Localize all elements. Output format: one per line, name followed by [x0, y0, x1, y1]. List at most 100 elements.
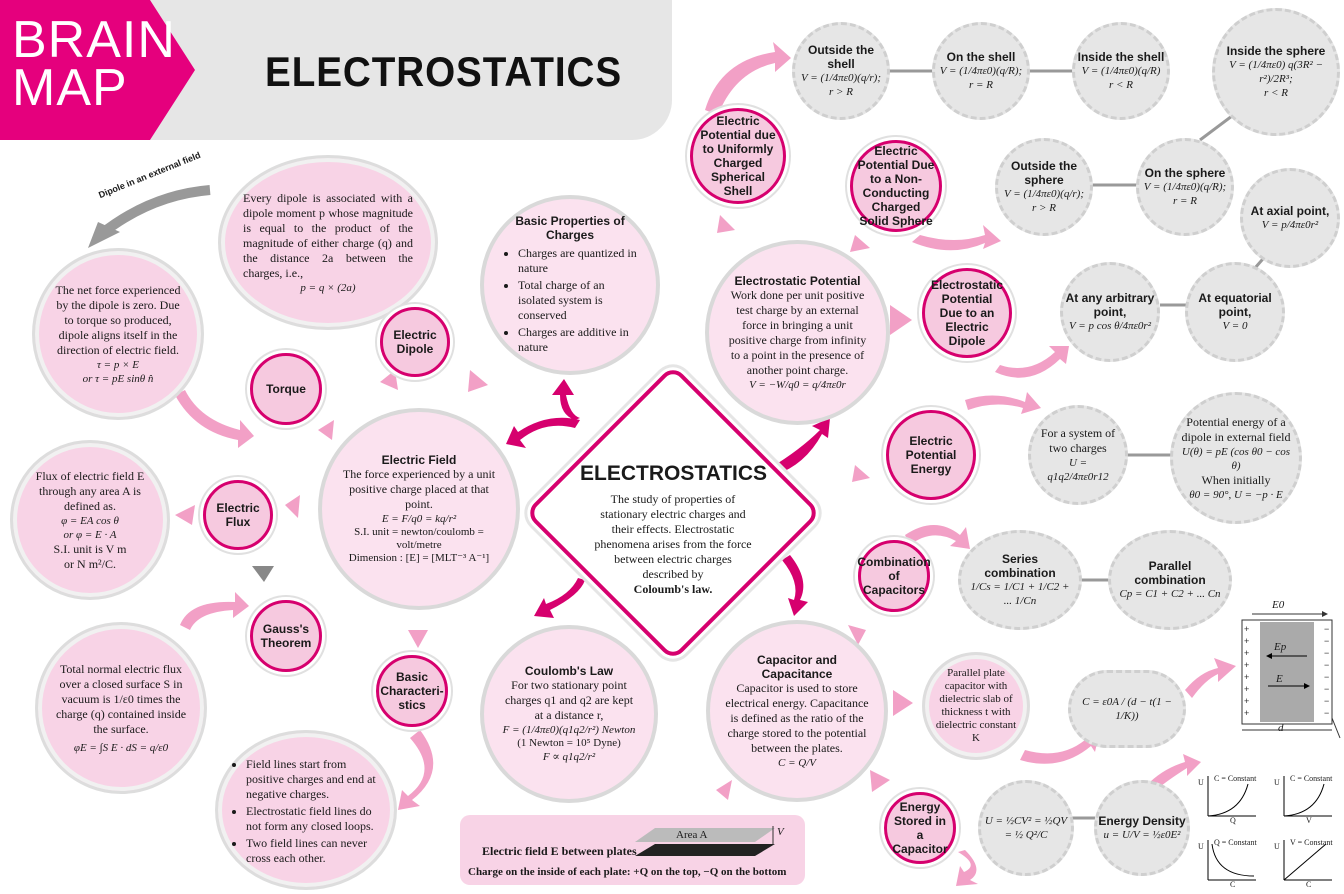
dipole-desc-text: Every dipole is associated with a dipole…	[243, 190, 413, 280]
sphere-condition: r = R	[1173, 195, 1197, 207]
electric-field-desc: The force experienced by a unit positive…	[342, 467, 496, 511]
node-label: Electric Potential Energy	[905, 434, 957, 476]
parallel-formula: Cp = C1 + C2 + ... Cn	[1119, 588, 1221, 600]
svg-text:−: −	[1324, 672, 1329, 682]
dipole-formula: p = q × (2a)	[300, 281, 356, 294]
plates-v-label: V	[777, 826, 784, 838]
svg-text:+: +	[1244, 708, 1249, 718]
equatorial-formula: V = 0	[1222, 320, 1248, 332]
potential-title: Electrostatic Potential	[734, 273, 861, 288]
list-item: Total charge of an isolated system is co…	[518, 278, 638, 323]
potential-bubble: Electrostatic Potential Work done per un…	[705, 240, 890, 425]
graph-y-label: U	[1274, 778, 1280, 787]
energy-dipole-text: Potential energy of a dipole in external…	[1181, 414, 1291, 444]
sphere-condition: r < R	[1264, 87, 1288, 99]
graph-q-constant: Q = Constant U C	[1198, 836, 1262, 889]
list-item: Field lines start from positive charges …	[246, 757, 382, 802]
graph-y-label: U	[1274, 842, 1280, 851]
slab-bubble: Parallel plate capacitor with dielectric…	[922, 652, 1030, 760]
torque-desc-text: The net force experienced by the dipole …	[55, 282, 181, 357]
graph-label: Q = Constant	[1214, 838, 1257, 847]
gauss-desc-bubble: Total normal electric flux over a closed…	[35, 622, 207, 794]
electric-field-bubble: Electric Field The force experienced by …	[318, 408, 520, 610]
svg-text:+: +	[1244, 696, 1249, 706]
dipole-equatorial: At equatorial point,V = 0	[1185, 262, 1285, 362]
center-content: ELECTROSTATICS The study of properties o…	[580, 462, 767, 597]
electric-field-formula: E = F/q0 = kq/r²	[381, 513, 457, 525]
flux-desc-bubble: Flux of electric field E through any are…	[10, 440, 170, 600]
svg-text:+: +	[1244, 660, 1249, 670]
shell-formula: V = (1/4πε0)(q/R)	[1081, 65, 1161, 77]
graph-label: V = Constant	[1290, 838, 1333, 847]
coulomb-formula: F = (1/4πε0)(q1q2/r²) Newton	[502, 724, 636, 736]
basic-props-title: Basic Properties of Charges	[515, 213, 625, 242]
svg-text:−: −	[1324, 624, 1329, 634]
plates-label: Electric field E between plates	[482, 844, 637, 858]
brain-word: BRAIN	[12, 11, 176, 69]
coulomb-bubble: Coulomb's Law For two stationary point c…	[480, 625, 658, 803]
svg-text:−: −	[1324, 684, 1329, 694]
basic-props-bubble: Basic Properties of Charges Charges are …	[480, 195, 660, 375]
graph-y-label: U	[1198, 778, 1204, 787]
coulomb-desc: For two stationary point charges q1 and …	[504, 678, 634, 722]
node-label: Basic Characteri-stics	[380, 670, 444, 712]
energy-dipole: Potential energy of a dipole in external…	[1170, 392, 1302, 524]
capacitor-desc: Capacitor is used to store electrical en…	[725, 680, 869, 755]
map-word: MAP	[12, 59, 128, 117]
flux-line-2: φ = EA cos θ	[61, 514, 119, 527]
shell-formula: V = (1/4πε0)(q/r);	[801, 72, 881, 84]
axial-formula: V = p/4πε0r²	[1261, 219, 1319, 231]
sphere-title: Outside the sphere	[1010, 159, 1077, 187]
capacitor-title: Capacitor and Capacitance	[756, 652, 837, 681]
coulomb-newton: (1 Newton = 10⁵ Dyne)	[517, 737, 621, 749]
svg-text:−: −	[1324, 708, 1329, 718]
graph-x-label: V	[1306, 816, 1312, 825]
arbitrary-title: At any arbitrary point,	[1065, 291, 1155, 319]
slab-desc: Parallel plate capacitor with dielectric…	[935, 667, 1017, 744]
svg-text:−: −	[1324, 648, 1329, 658]
list-item: Charges are quantized in nature	[518, 246, 638, 276]
node-label: Gauss's Theorem	[260, 622, 312, 650]
node-label: Energy Stored in a Capacitor	[892, 800, 948, 856]
svg-text:+: +	[1244, 672, 1249, 682]
torque-formula-2: or τ = pE sinθ n̂	[82, 372, 154, 385]
graph-x-label: C	[1306, 880, 1312, 889]
energy-dipole-initially: When initially	[1201, 472, 1271, 487]
series-formula: 1/Cs = 1/C1 + 1/C2 + ... 1/Cn	[970, 581, 1070, 607]
coulomb-proportional: F ∝ q1q2/r²	[542, 751, 596, 763]
energy-stored-f1: U = ½CV² = ½QV	[984, 815, 1068, 827]
list-item: Charges are additive in nature	[518, 325, 638, 355]
sphere-formula: V = (1/4πε0) q(3R² − r²)/2R³;	[1229, 59, 1323, 85]
node-label: Combination of Capacitors	[857, 555, 931, 597]
svg-text:−: −	[1324, 660, 1329, 670]
slab-formula-box: C = ε0A / (d − t(1 − 1/K))	[1068, 670, 1186, 748]
electric-field-dimension: Dimension : [E] = [MLT⁻³ A⁻¹]	[348, 552, 490, 564]
list-item: Two field lines can never cross each oth…	[246, 836, 382, 866]
plates-figure	[635, 826, 775, 856]
electric-field-unit: S.I. unit = newton/coulomb = volt/metre	[354, 526, 484, 551]
node-electric-flux: Electric Flux	[203, 480, 273, 550]
page-title: ELECTROSTATICS	[265, 48, 623, 95]
node-label: Electric Potential due to Uniformly Char…	[700, 114, 776, 198]
graph-c-constant-q: C = Constant U Q	[1198, 772, 1262, 825]
graph-label: C = Constant	[1290, 774, 1333, 783]
graph-v-constant: V = Constant U C	[1274, 836, 1338, 889]
node-energy-stored: Energy Stored in a Capacitor	[884, 792, 956, 864]
potential-desc: Work done per unit positive test charge …	[728, 287, 867, 377]
sphere-formula: V = (1/4πε0)(q/r);	[1004, 188, 1084, 200]
energy-stored-formula: U = ½CV² = ½QV= ½ Q²/C	[978, 780, 1074, 876]
graph-curve	[1283, 840, 1332, 881]
energy-two-text: For a system of two charges	[1040, 426, 1116, 455]
arbitrary-formula: V = p cos θ/4πε0r²	[1069, 320, 1151, 332]
graph-curve	[1207, 776, 1256, 817]
shell-title: Inside the shell	[1077, 50, 1165, 64]
shell-title: On the shell	[946, 50, 1016, 64]
node-pot-energy: Electric Potential Energy	[886, 410, 976, 500]
basic-props-list: Charges are quantized in nature Total ch…	[502, 246, 638, 357]
brain-map-label: BRAIN MAP	[12, 11, 176, 117]
sphere-title: On the sphere	[1144, 166, 1226, 180]
plates-area-label: Area A	[676, 829, 708, 841]
